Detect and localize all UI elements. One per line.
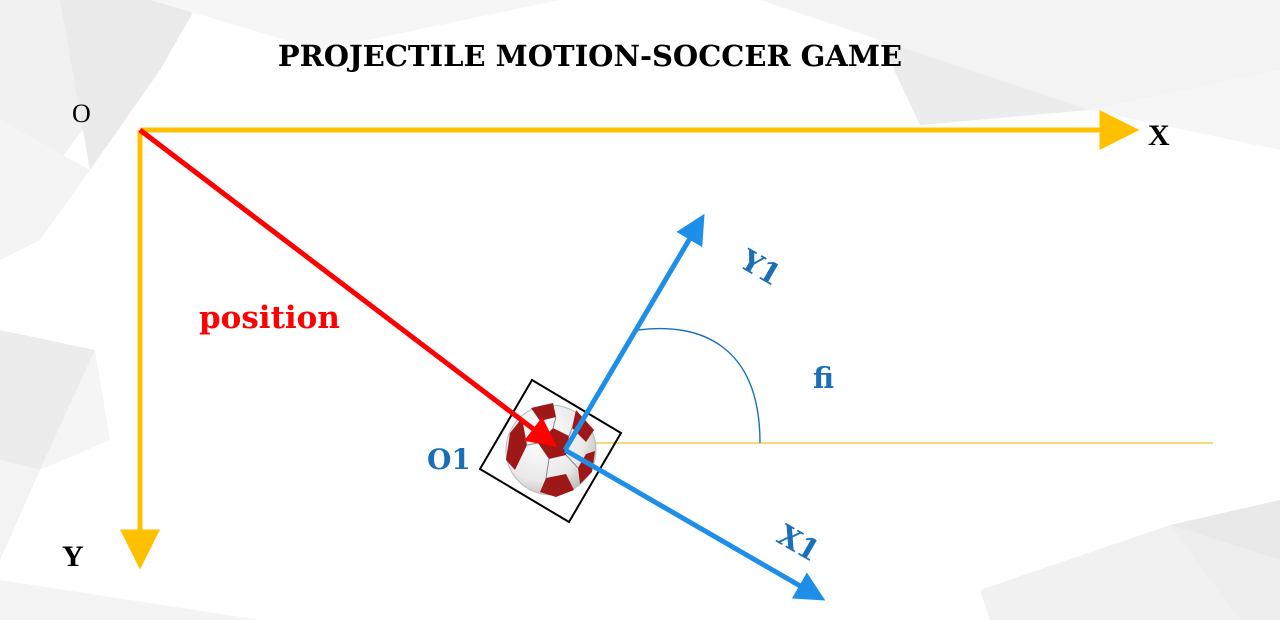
ball-bounding-box bbox=[478, 378, 623, 524]
position-label: position bbox=[199, 300, 340, 336]
body-y-axis-arrow bbox=[562, 213, 705, 452]
angle-arc bbox=[637, 327, 761, 444]
body-x-axis-label: X1 bbox=[772, 518, 826, 569]
y-axis-label: Y bbox=[62, 540, 84, 573]
body-origin-label: O1 bbox=[427, 443, 471, 476]
page-title: PROJECTILE MOTION-SOCCER GAME bbox=[278, 39, 902, 73]
position-vector-arrow bbox=[138, 128, 557, 448]
origin-label: O bbox=[72, 99, 91, 128]
body-x-axis-arrow bbox=[563, 447, 826, 601]
x-axis-label: X bbox=[1148, 119, 1170, 152]
angle-label: fi bbox=[813, 361, 834, 395]
body-y-axis-label: Y1 bbox=[734, 242, 787, 292]
